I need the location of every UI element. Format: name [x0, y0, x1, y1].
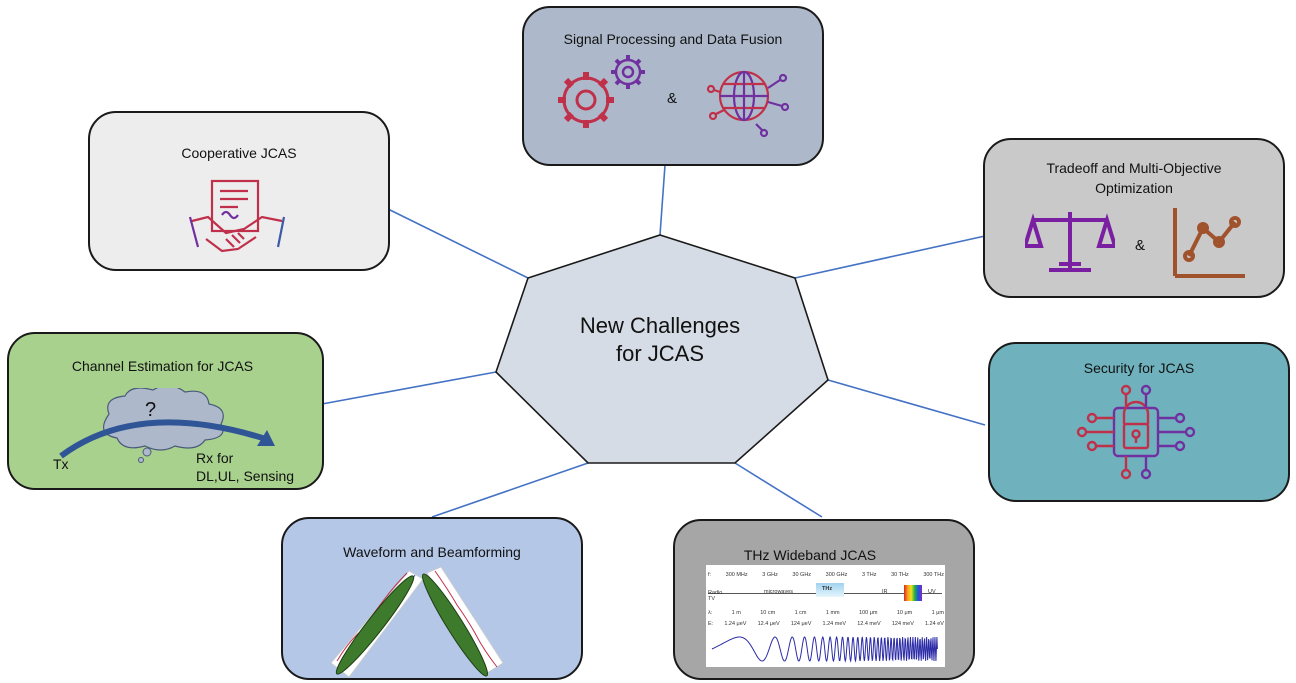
connector-security — [827, 379, 986, 426]
wavelength-label: 1 cm — [794, 610, 807, 616]
band-label-ir: IR — [882, 589, 888, 595]
center-title-line1: New Challenges — [579, 313, 741, 338]
wavelength-label: 10 μm — [896, 610, 913, 616]
freq-label: 300 GHz — [825, 572, 848, 578]
band-label-microwaves: microwaves — [764, 589, 794, 595]
channel-question-mark: ? — [145, 399, 157, 421]
chirp-waveform — [711, 635, 938, 663]
beamforming-illustration — [330, 566, 503, 678]
center-title: New Challenges for JCAS — [520, 312, 800, 368]
security-title: Security for JCAS — [1083, 360, 1195, 376]
energy-label: 124 μeV — [790, 621, 812, 627]
tradeoff-title-line2: Optimization — [1095, 180, 1173, 196]
globe-network-icon — [706, 70, 790, 138]
waveform-title: Waveform and Beamforming — [343, 544, 521, 560]
wavelength-label: λ: — [708, 610, 713, 616]
chirp-waveform-path — [711, 635, 938, 663]
wavelength-label: 1 μm — [931, 610, 944, 616]
beam-lobe-right — [421, 573, 489, 677]
channel-title: Channel Estimation for JCAS — [71, 358, 254, 374]
freq-label: 3 GHz — [762, 572, 778, 578]
cooperative-title: Cooperative JCAS — [181, 145, 297, 161]
freq-label: 3 THz — [861, 572, 877, 578]
energy-label: E: — [708, 621, 714, 627]
cloud-bubble-1 — [142, 447, 152, 457]
node-signal-processing: Signal Processing and Data Fusion & — [522, 6, 824, 166]
energy-label: 124 meV — [891, 621, 914, 627]
wavelength-label: 1 m — [731, 610, 741, 616]
spectrum-wavelength-row: λ: 1 m 10 cm 1 cm 1 mm 100 μm 10 μm 1 μm — [708, 610, 944, 616]
gears-icon — [558, 55, 645, 128]
node-tradeoff: Tradeoff and Multi-Objective Optimizatio… — [983, 138, 1285, 298]
thz-title: THz Wideband JCAS — [743, 547, 877, 563]
band-label-thz: THz — [822, 586, 833, 592]
connector-channel — [321, 371, 497, 405]
wave-right-1 — [434, 570, 498, 668]
node-channel-estimation: Channel Estimation for JCAS ? Tx Rx for … — [7, 332, 324, 490]
connectors — [321, 164, 986, 518]
node-waveform: Waveform and Beamforming — [281, 517, 583, 680]
channel-cloud-diagram — [59, 388, 275, 463]
line-chart-icon — [1173, 208, 1245, 278]
beam-strip-right — [426, 566, 503, 674]
freq-label: 300 MHz — [725, 572, 748, 578]
center-title-line2: for JCAS — [615, 341, 705, 366]
spectrum-frequency-row: f: 300 MHz 3 GHz 30 GHz 300 GHz 3 THz 30… — [708, 572, 944, 578]
energy-label: 1.24 meV — [822, 621, 847, 627]
wavelength-label: 100 μm — [858, 610, 878, 616]
em-spectrum-panel: f: 300 MHz 3 GHz 30 GHz 300 GHz 3 THz 30… — [706, 565, 945, 667]
freq-label: 30 THz — [891, 572, 909, 578]
visible-band — [904, 585, 922, 601]
channel-tx-label: Tx — [53, 456, 69, 472]
band-label-uv: UV — [928, 589, 936, 595]
wavelength-label: 10 cm — [760, 610, 776, 616]
lock-circuit-icon — [1076, 384, 1196, 480]
balance-scale-icon — [1025, 212, 1115, 272]
connector-signal — [659, 164, 666, 236]
energy-label: 12.4 μeV — [757, 621, 780, 627]
cloud-bubble-2 — [138, 457, 144, 463]
connector-cooperative — [387, 208, 529, 279]
energy-label: 1.24 eV — [924, 621, 944, 627]
node-security: Security for JCAS — [988, 342, 1290, 502]
energy-label: 1.24 μeV — [724, 621, 747, 627]
signal-arrow — [59, 419, 270, 459]
thz-band-highlight — [816, 583, 844, 597]
wavelength-label: 1 mm — [825, 610, 840, 616]
connector-tradeoff — [794, 235, 986, 279]
freq-label: 300 THz — [923, 572, 944, 578]
connector-waveform — [431, 462, 589, 518]
node-cooperative: Cooperative JCAS — [88, 111, 390, 271]
beam-lobe-left — [335, 575, 415, 675]
signal-processing-title: Signal Processing and Data Fusion — [563, 31, 783, 47]
center-heptagon — [495, 234, 829, 464]
signal-arrow-head — [257, 430, 275, 446]
cloud-shape — [102, 388, 224, 451]
node-thz: THz Wideband JCAS f: 300 MHz 3 GHz 30 GH… — [673, 519, 975, 680]
channel-rx-label-line2: DL,UL, Sensing — [196, 468, 295, 484]
freq-label: f: — [708, 572, 712, 578]
channel-rx-label-line1: Rx for — [196, 450, 234, 466]
spectrum-energy-row: E: 1.24 μeV 12.4 μeV 124 μeV 1.24 meV 12… — [708, 621, 944, 627]
signal-processing-ampersand: & — [667, 90, 678, 107]
connector-thz — [734, 462, 823, 518]
tradeoff-ampersand: & — [1135, 237, 1146, 254]
band-label-radio: Radio TV — [708, 590, 723, 602]
freq-label: 30 GHz — [792, 572, 812, 578]
energy-label: 12.4 meV — [857, 621, 881, 627]
handshake-contract-icon — [188, 179, 286, 253]
tradeoff-title-line1: Tradeoff and Multi-Objective — [1046, 160, 1222, 176]
